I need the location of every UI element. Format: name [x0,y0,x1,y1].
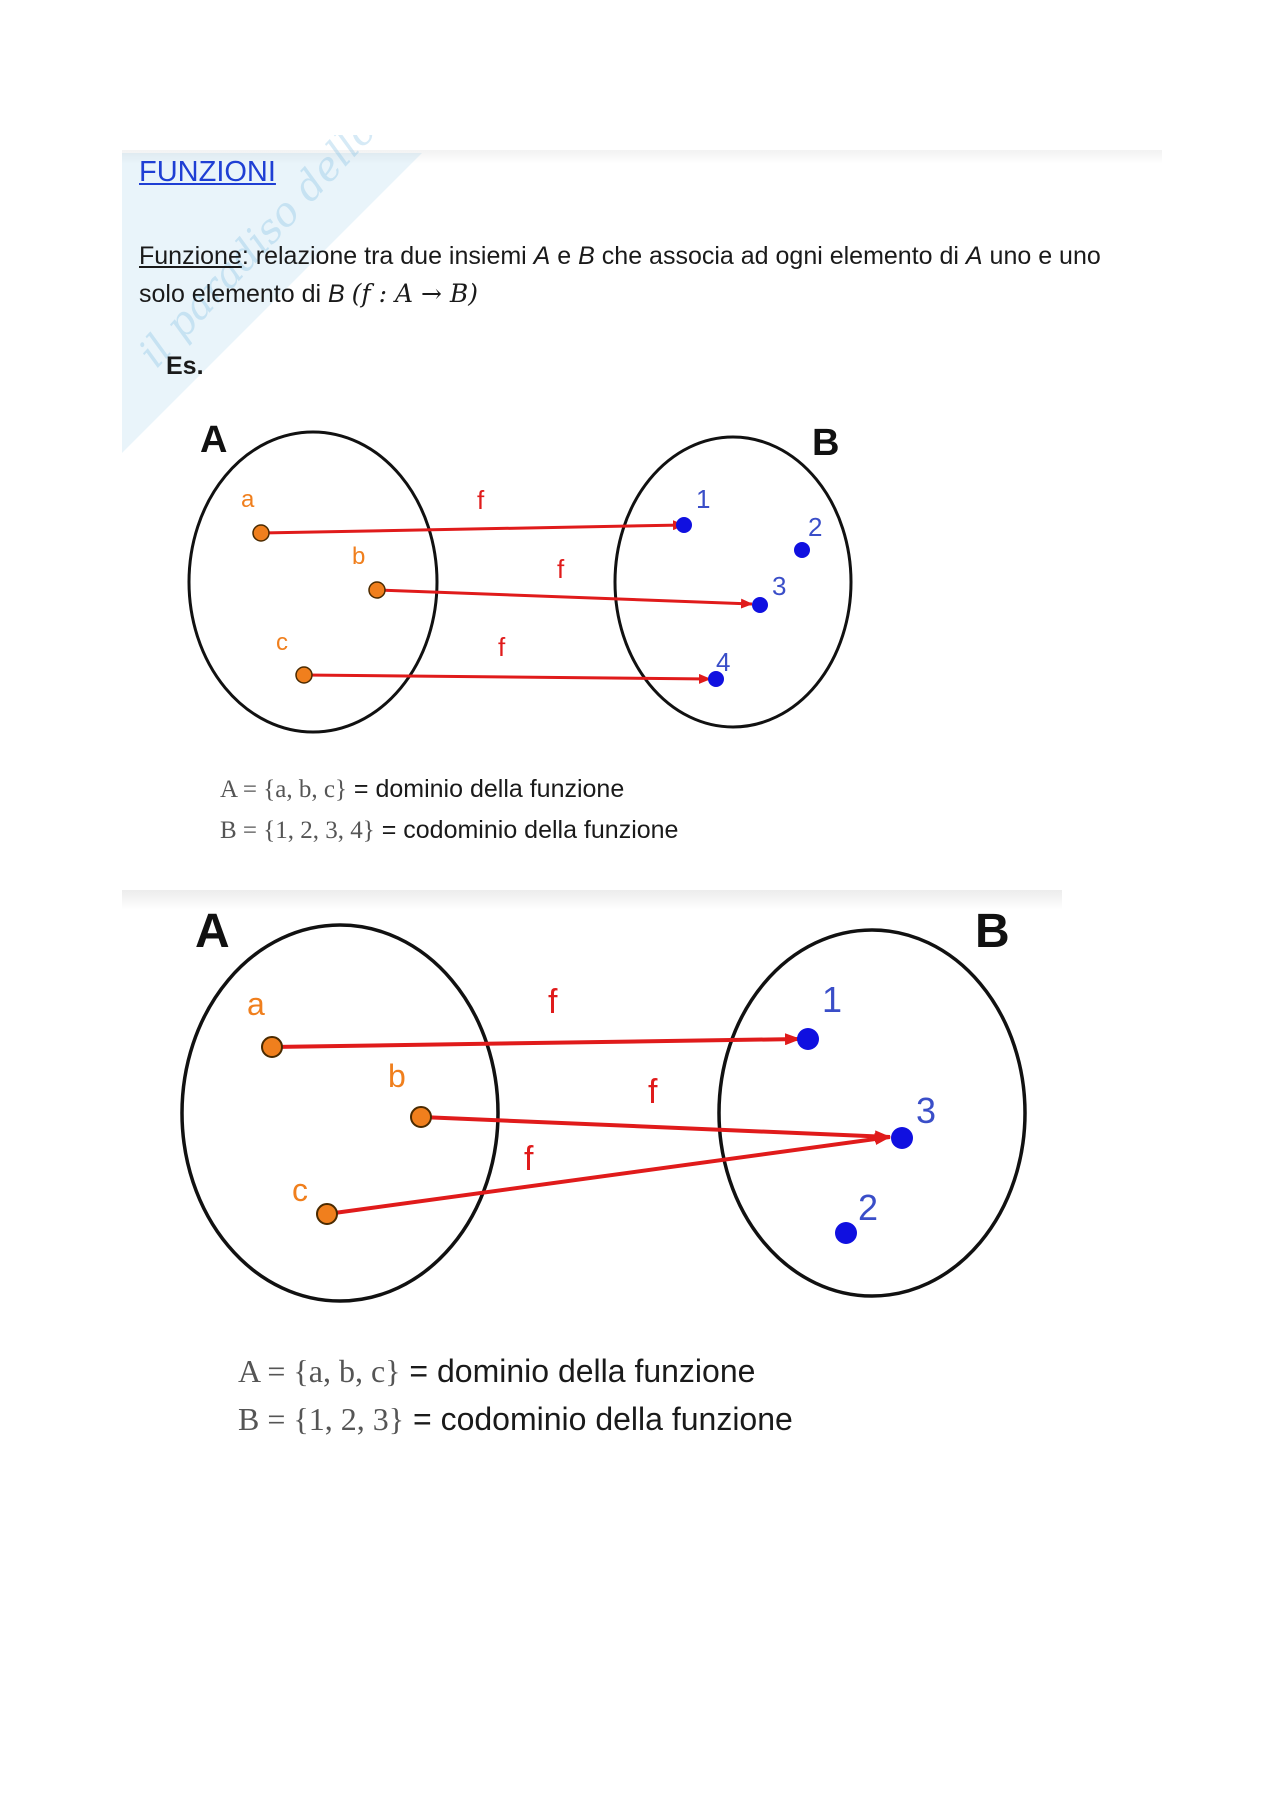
function-diagram-1: A B f f f a b c 1 2 3 4 [187,419,853,734]
domain-definition: A = {a, b, c} = dominio della funzione [238,1353,756,1389]
set-b-ellipse [613,435,853,729]
page-title[interactable]: FUNZIONI [139,156,276,188]
arrow-a-1 [271,1033,801,1049]
var-a: A [533,242,551,270]
codomain-label-2: 2 [808,512,822,542]
arrow-label-f: f [477,485,485,515]
domain-label-c: c [276,629,288,656]
definition-paragraph: Funzione: relazione tra due insiemi A e … [139,242,1101,308]
arrow-label-f: f [557,554,565,584]
codomain-point-4 [708,671,724,687]
domain-label-c: c [292,1172,308,1208]
set-definitions-1: A = {a, b, c} = dominio della funzione B… [220,769,678,851]
codomain-point-1 [676,517,692,533]
codomain-label-4: 4 [716,647,730,677]
domain-point-b [368,581,386,599]
set-a-label: A [195,905,230,958]
arrow-b-3 [420,1115,891,1143]
set-a-ellipse [187,430,439,734]
arrow-label-f: f [498,632,506,662]
var-b: B [578,242,595,270]
definition-text: : relazione tra due insiemi [241,242,534,270]
codomain-label-1: 1 [696,484,710,514]
domain-point-a [252,524,270,542]
codomain-label-3: 3 [772,571,786,601]
codomain-point-1 [797,1028,819,1050]
definition-term: Funzione [139,242,242,270]
codomain-definition: B = {1, 2, 3, 4} = codominio della funzi… [220,816,679,844]
set-b-label: B [812,422,839,464]
codomain-label-3: 3 [916,1090,936,1131]
arrow-label-f: f [648,1073,658,1111]
domain-point-a [261,1036,283,1058]
arrow-c-3 [326,1133,891,1216]
domain-point-b [410,1106,432,1128]
codomain-point-3 [891,1127,913,1149]
codomain-point-2 [835,1222,857,1244]
arrow-c-4 [303,673,711,684]
domain-label-a: a [241,486,255,513]
set-definitions-2: A = {a, b, c} = dominio della funzione B… [238,1347,793,1443]
set-a-ellipse [180,923,500,1303]
domain-label-a: a [247,986,265,1022]
content-band-2 [122,890,1062,910]
codomain-label-1: 1 [822,979,842,1020]
function-diagram-2: A B f f f a b c 1 3 2 [180,905,1027,1303]
set-b-ellipse [717,928,1027,1298]
codomain-label-2: 2 [858,1187,878,1228]
arrow-b-3 [376,588,753,609]
set-a-label: A [200,419,227,461]
set-b-label: B [975,905,1010,958]
domain-label-b: b [352,543,365,570]
content-band [122,150,1162,860]
codomain-point-3 [752,597,768,613]
domain-label-b: b [388,1058,406,1094]
codomain-definition: B = {1, 2, 3} = codominio della funzione [238,1401,793,1437]
example-label: Es. [166,352,204,380]
domain-definition: A = {a, b, c} = dominio della funzione [220,775,625,803]
arrow-label-f: f [524,1140,534,1178]
codomain-point-2 [794,542,810,558]
domain-point-c [316,1203,338,1225]
arrow-label-f: f [548,983,558,1021]
domain-point-c [295,666,313,684]
arrow-a-1 [260,520,685,535]
function-formula: (f : A → B) [351,279,478,308]
